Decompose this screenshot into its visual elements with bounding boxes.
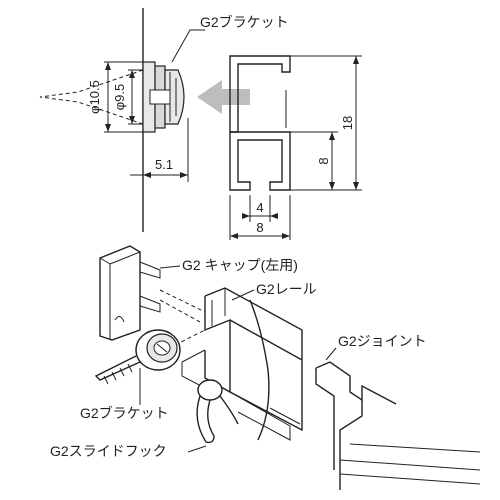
dim-slot-width: 4 bbox=[256, 200, 263, 215]
depth-dimension bbox=[130, 118, 189, 182]
label-joint: G2ジョイント bbox=[338, 333, 427, 349]
joint-part bbox=[315, 361, 481, 490]
rail-leader bbox=[231, 289, 255, 301]
assembly-guide-lines bbox=[159, 289, 206, 346]
rail-profile bbox=[229, 55, 291, 191]
label-bracket-top: G2ブラケット bbox=[200, 14, 289, 30]
dim-depth: 5.1 bbox=[155, 157, 173, 172]
rail-perspective bbox=[181, 287, 303, 441]
dim-rail-lower: 8 bbox=[316, 157, 331, 164]
phi-dimensions bbox=[104, 61, 143, 133]
dim-rail-height: 18 bbox=[340, 116, 355, 130]
bracket-perspective bbox=[94, 329, 181, 385]
height-dimension bbox=[290, 55, 362, 191]
direction-arrow bbox=[197, 80, 250, 114]
slide-hook bbox=[196, 379, 239, 444]
label-bracket-bottom: G2ブラケット bbox=[80, 405, 169, 421]
dim-phi-outer: φ10.5 bbox=[87, 80, 102, 114]
width-dimensions bbox=[229, 195, 291, 240]
label-cap: G2 キャップ(左用) bbox=[182, 257, 298, 273]
cap-leader bbox=[159, 265, 181, 269]
screw-dashed-outline bbox=[39, 69, 144, 125]
label-rail: G2レール bbox=[256, 281, 317, 297]
hook-leader bbox=[187, 445, 207, 453]
label-hook: G2スライドフック bbox=[50, 443, 167, 459]
dim-rail-width: 8 bbox=[256, 220, 263, 235]
bracket-top-leader bbox=[171, 29, 205, 63]
lower-dimension bbox=[290, 131, 338, 190]
cord bbox=[249, 299, 270, 441]
cap-part bbox=[99, 245, 161, 341]
dim-phi-inner: φ9.5 bbox=[112, 84, 127, 111]
joint-leader bbox=[325, 347, 337, 361]
bracket-side-view bbox=[142, 61, 185, 133]
